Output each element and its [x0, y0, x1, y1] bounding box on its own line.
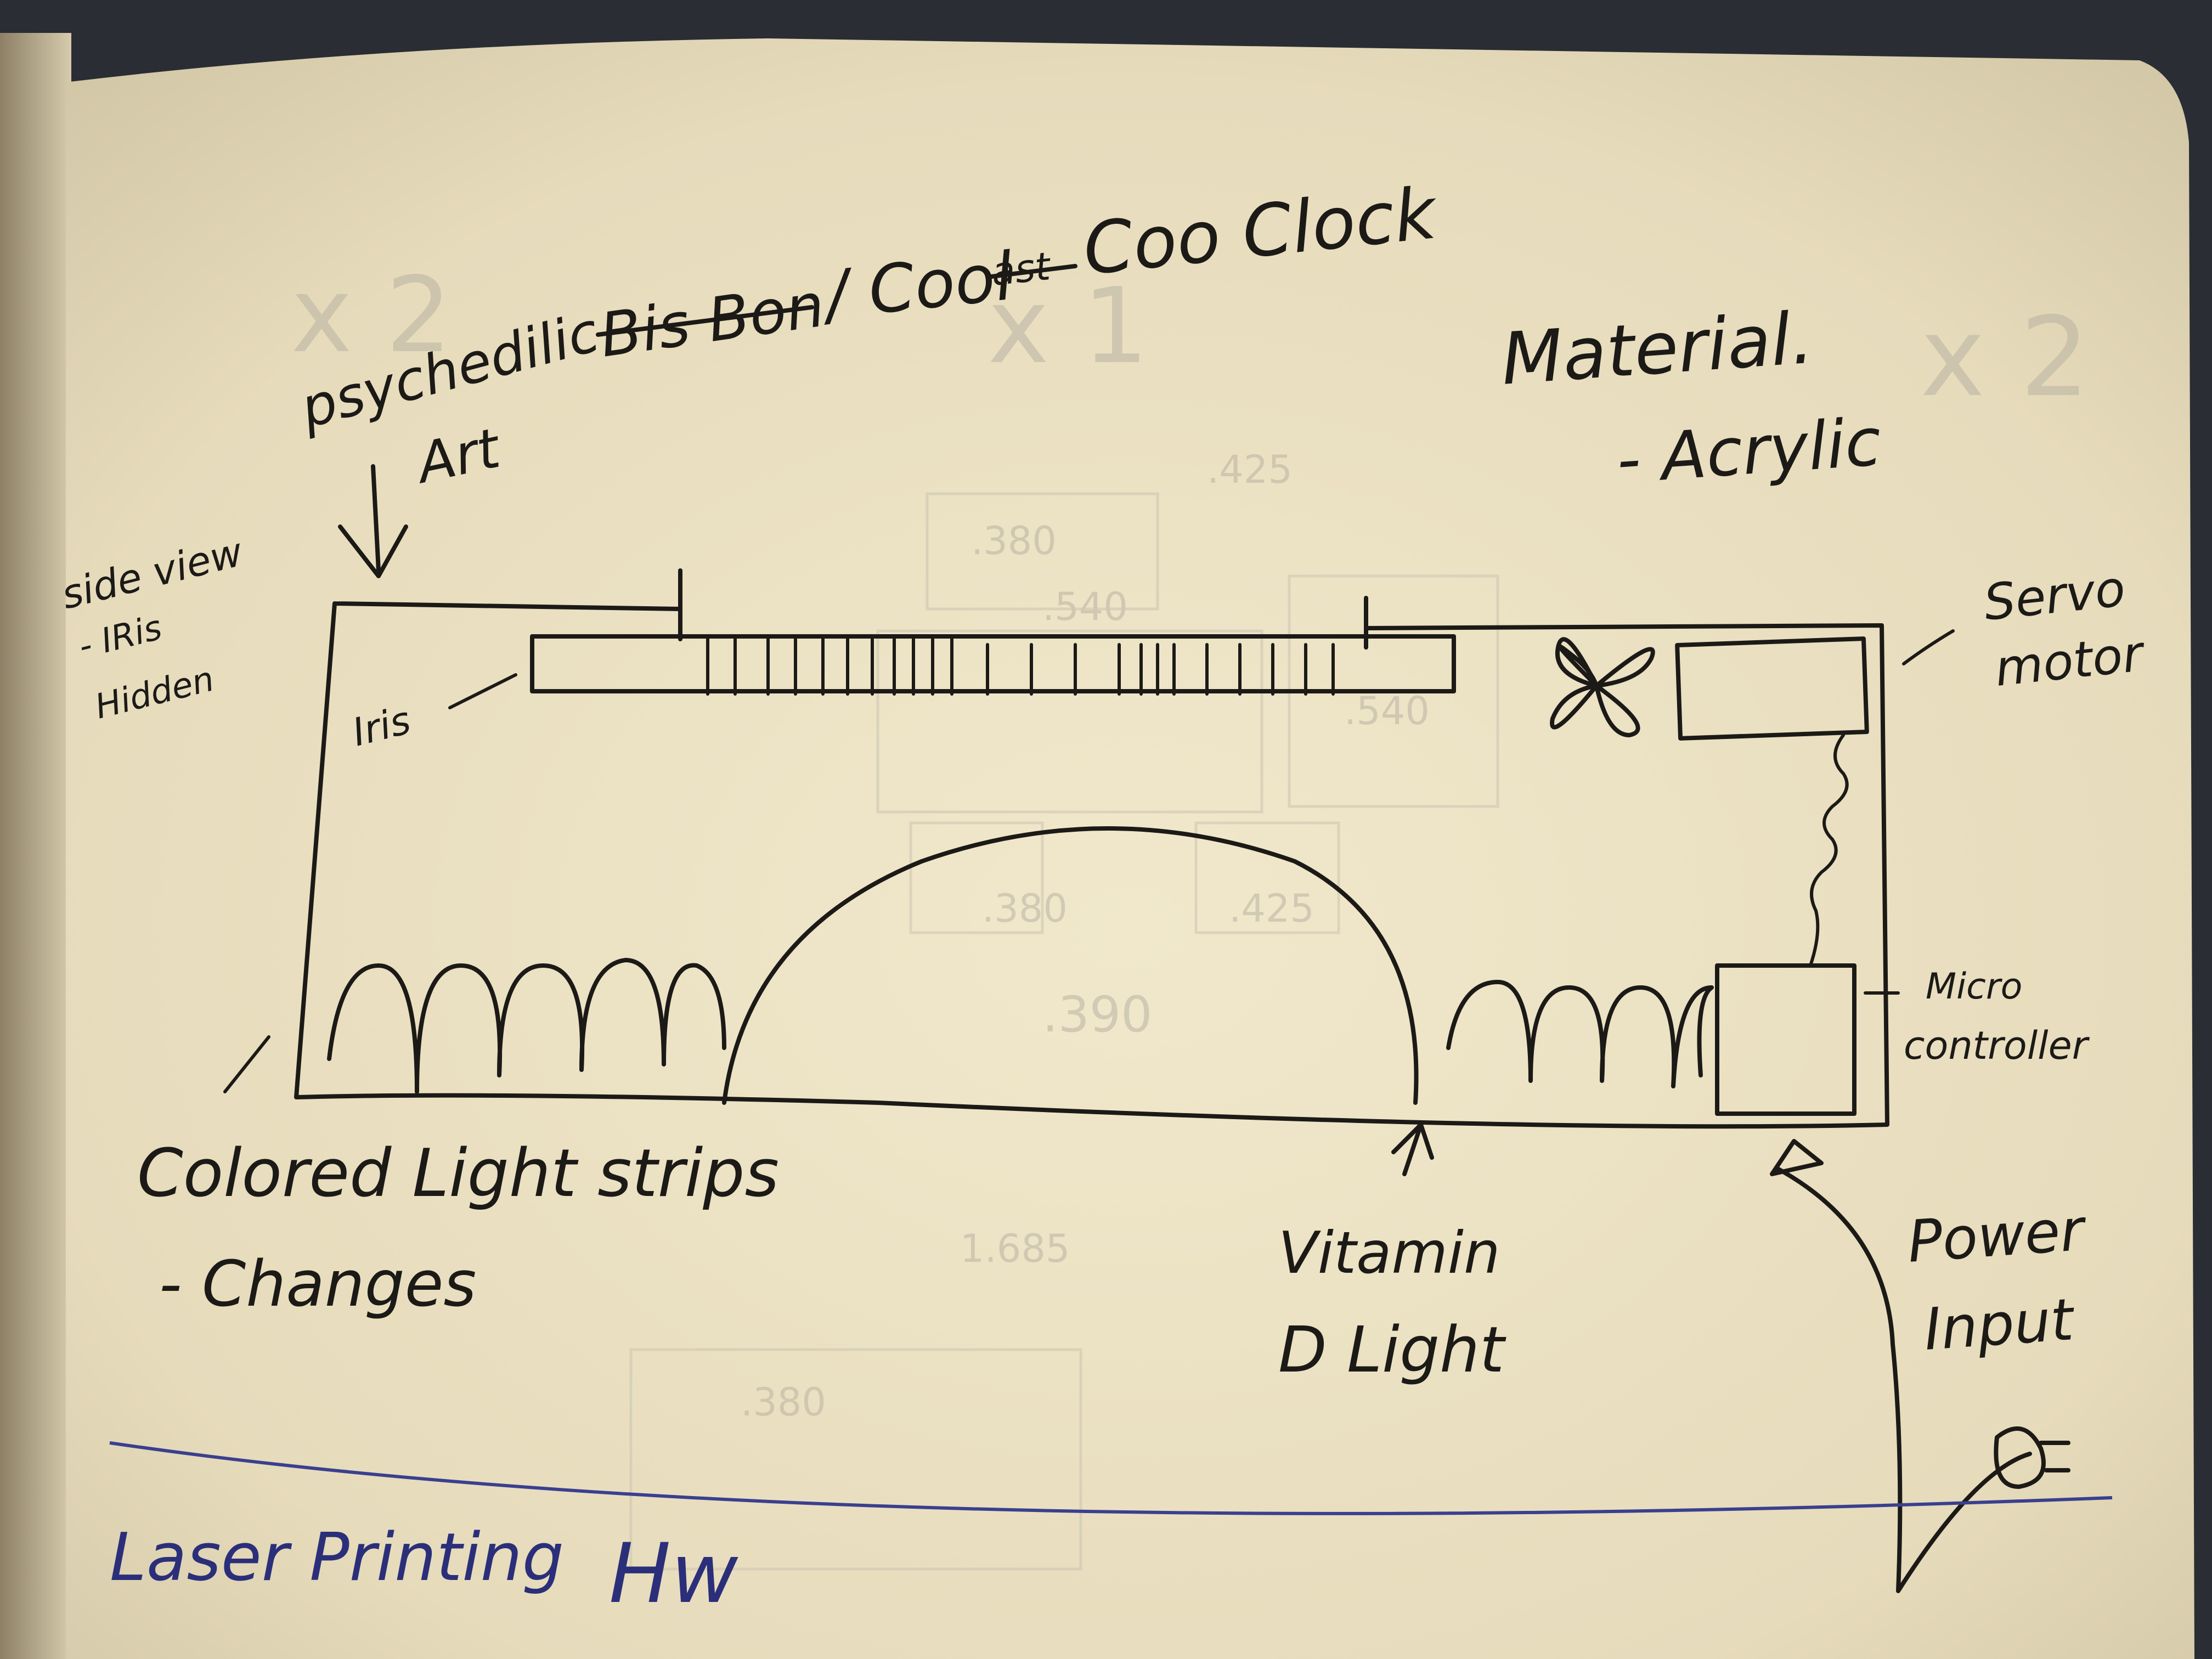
material-item: - Acrylic: [1614, 404, 1883, 499]
light-strip-left: [327, 958, 726, 1094]
vitamin-d-dome: [722, 826, 1419, 1105]
clock-enclosure-diagram: Iris: [223, 568, 1955, 1176]
iris-leader-line: [448, 673, 517, 709]
svg-text:.380: .380: [741, 1380, 826, 1425]
colored-light-label-2: - Changes: [159, 1248, 476, 1321]
svg-text:.425: .425: [1229, 886, 1314, 931]
enclosure-outline: [294, 601, 1889, 1129]
iris-bar-ticks: [706, 637, 1335, 696]
svg-text:x 1: x 1: [988, 266, 1149, 387]
title-strike-line-2: [985, 264, 1077, 279]
svg-text:.380: .380: [982, 886, 1068, 931]
svg-text:.380: .380: [971, 518, 1057, 563]
light-strip-right: [1446, 980, 1714, 1088]
art-arrow-icon: [338, 464, 408, 578]
vitamin-label-2: D Light: [1278, 1313, 1506, 1387]
title-strike-line: [596, 305, 814, 337]
microcontroller-box: [1715, 963, 1857, 1116]
vitamin-label-1: Vitamin: [1278, 1220, 1500, 1286]
svg-text:x 2: x 2: [1920, 294, 2090, 421]
power-label-2: Input: [1922, 1286, 2078, 1363]
svg-text:.425: .425: [1207, 447, 1293, 492]
notebook-left-page: [0, 33, 71, 1659]
footer-text-2[interactable]: Hw: [609, 1526, 738, 1622]
micro-label-2: controller: [1904, 1023, 2090, 1068]
notebook-page: [66, 38, 2194, 1659]
power-label-1: Power: [1905, 1196, 2089, 1276]
plug-icon: [1994, 1426, 2070, 1489]
svg-text:.540: .540: [1042, 584, 1128, 629]
colored-light-leader-line: [223, 1035, 270, 1093]
ghost-show-through: .380 .540 .540 .390 .380 .425 .425 .380 …: [291, 255, 2090, 1571]
footer-divider-line: [109, 1441, 2113, 1515]
svg-text:1.685: 1.685: [960, 1226, 1070, 1271]
svg-text:x 2: x 2: [291, 255, 452, 376]
vitamin-arrow-icon: [1391, 1122, 1434, 1176]
micro-label-1: Micro: [1926, 966, 2022, 1007]
footer-text-1[interactable]: Laser Printing: [110, 1520, 564, 1596]
fan-icon: [1550, 637, 1655, 737]
power-socket-icon: [1770, 1139, 1824, 1176]
servo-motor-box: [1675, 636, 1869, 741]
servo-leader-line: [1902, 629, 1955, 665]
svg-text:.390: .390: [1042, 986, 1152, 1043]
colored-light-label-1: Colored Light strips: [137, 1136, 779, 1212]
servo-to-controller-wire: [1809, 733, 1849, 967]
svg-text:.540: .540: [1344, 689, 1430, 733]
iris-bar: [530, 634, 1456, 693]
